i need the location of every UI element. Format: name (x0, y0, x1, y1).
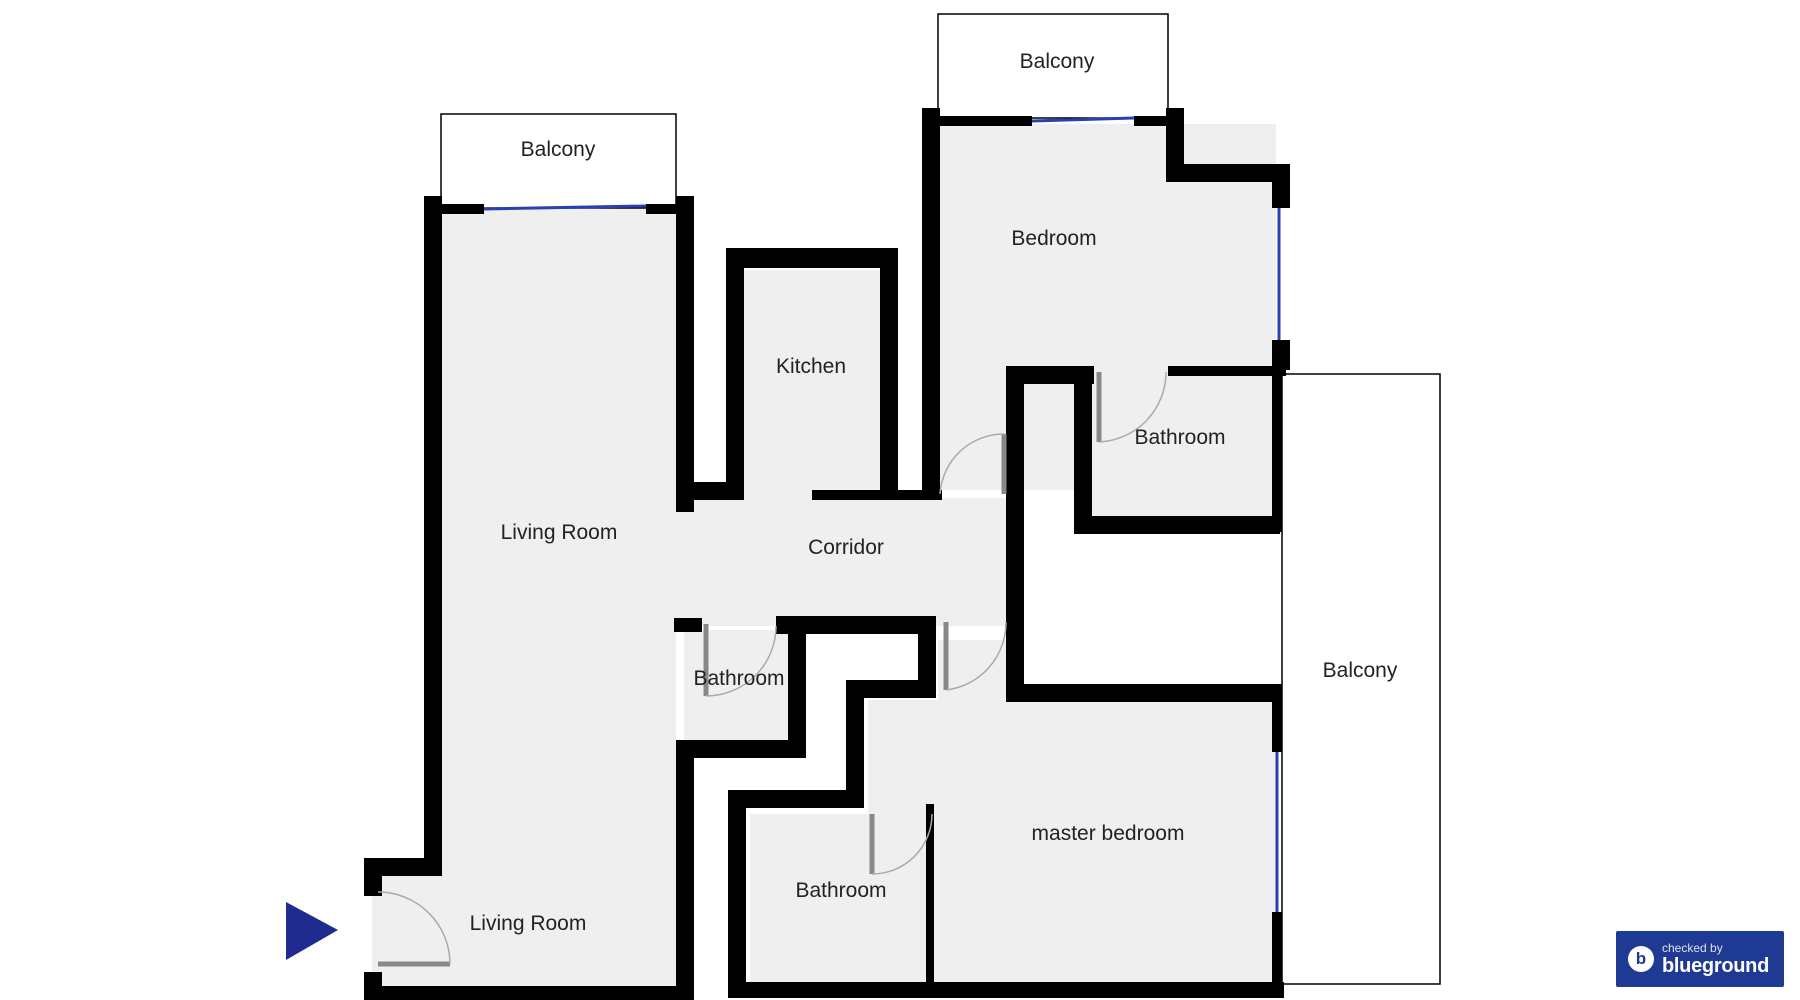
wall (1166, 164, 1290, 182)
door-swing (945, 621, 1007, 691)
wall (1010, 366, 1094, 384)
wall (926, 804, 934, 984)
wall (676, 744, 694, 1000)
wall (1272, 366, 1282, 532)
label-bathroom-lower: Bathroom (795, 879, 886, 902)
wall (846, 680, 936, 698)
wall (1168, 366, 1286, 376)
floor-areas (372, 124, 1276, 988)
badge-brand: blueground (1662, 955, 1769, 977)
doors (377, 371, 1167, 967)
wall (1074, 366, 1092, 532)
balcony-right-outline (1281, 373, 1441, 985)
label-living-room-upper: Living Room (501, 521, 618, 544)
label-bedroom: Bedroom (1011, 227, 1096, 250)
wall (1074, 516, 1280, 534)
wall (922, 116, 1032, 126)
wall (728, 790, 746, 998)
door-swing (871, 813, 933, 875)
blueground-logo-icon: b (1628, 946, 1654, 972)
wall (880, 248, 898, 498)
wall (364, 858, 442, 876)
window (1031, 116, 1135, 123)
badge-caption: checked by (1662, 941, 1723, 955)
wall (1272, 912, 1282, 988)
label-bathroom-middle: Bathroom (693, 667, 784, 690)
wall (676, 740, 806, 758)
wall (1166, 108, 1184, 182)
wall (1006, 684, 1282, 702)
balcony-top-outline (937, 13, 1169, 119)
label-living-room-lower: Living Room (470, 912, 587, 935)
wall (922, 108, 940, 500)
wall (846, 680, 864, 806)
wall (1006, 366, 1024, 696)
wall (1134, 116, 1182, 126)
floor-living-room (440, 208, 676, 988)
floor-kitchen (742, 270, 884, 498)
wall (726, 248, 744, 498)
wall (1272, 340, 1290, 370)
wall (788, 618, 806, 758)
floor-corridor (676, 498, 1018, 626)
door-swing (705, 625, 777, 697)
balcony-left-outline (440, 113, 677, 209)
wall (676, 196, 694, 512)
label-balcony-top: Balcony (1020, 50, 1095, 73)
door-swing (939, 433, 1005, 495)
wall (1272, 164, 1290, 208)
wall (364, 986, 692, 1000)
label-balcony-right: Balcony (1323, 659, 1398, 682)
label-corridor: Corridor (808, 536, 884, 559)
wall (364, 858, 382, 896)
wall (812, 490, 942, 500)
wall (728, 790, 864, 808)
walls (364, 108, 1290, 1000)
door-swing (1098, 371, 1167, 443)
label-balcony-left: Balcony (521, 138, 596, 161)
wall (1272, 690, 1282, 752)
label-bathroom-upper-right: Bathroom (1134, 426, 1225, 449)
wall (646, 204, 692, 214)
floor-living-entry (372, 868, 442, 988)
floor-master-bedroom (868, 700, 1276, 982)
checked-by-badge: b checked by blueground (1616, 931, 1784, 987)
wall (728, 982, 1284, 998)
wall (918, 616, 936, 686)
label-master-bedroom: master bedroom (1032, 822, 1185, 845)
entrance-arrow-icon (286, 902, 338, 960)
window (483, 204, 647, 211)
wall (776, 616, 934, 634)
floor-master-upper (938, 640, 1018, 700)
wall (676, 482, 744, 500)
floor-bathroom-upper-right (1088, 378, 1276, 518)
wall (424, 204, 484, 214)
door-swing (377, 891, 451, 965)
floor-bathroom-lower (750, 814, 934, 982)
label-kitchen: Kitchen (776, 355, 846, 378)
wall (726, 248, 896, 268)
room-labels: Balcony Balcony Balcony Kitchen Bedroom … (470, 50, 1398, 935)
windows (483, 116, 1281, 912)
wall (674, 618, 702, 632)
balconies (440, 13, 1441, 985)
wall (424, 196, 442, 868)
